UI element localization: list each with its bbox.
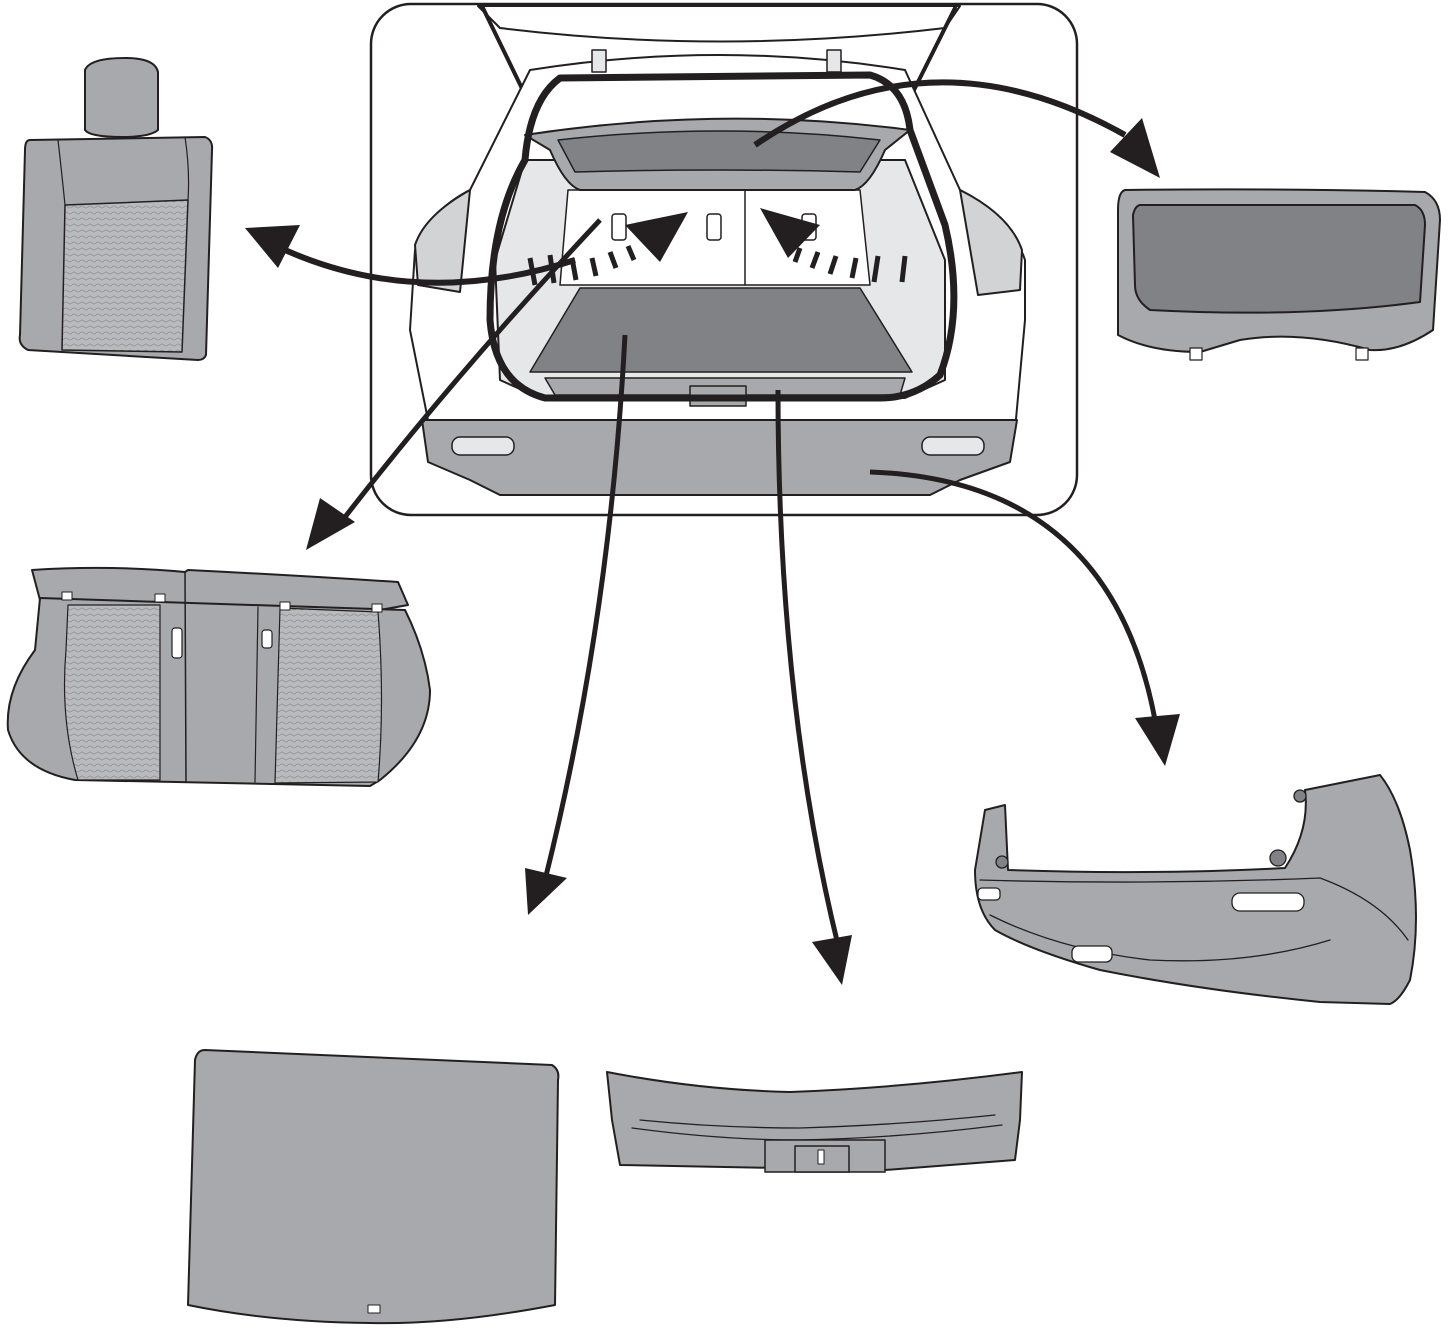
bumper-cover-reflector-right <box>1232 893 1304 911</box>
bumper-cover-reflector-left <box>978 888 1000 900</box>
reflector-left <box>452 437 514 455</box>
bumper-cover-body <box>975 775 1416 1004</box>
seat-cushion-insert-right <box>275 608 382 783</box>
floor-mat-tab <box>368 1305 380 1313</box>
bumper-cover-mount-2 <box>1270 850 1286 866</box>
seat-cushion-insert-left <box>65 605 161 780</box>
bumper-cover-mount-3 <box>1294 790 1306 802</box>
cargo-floor-mat <box>188 1050 558 1323</box>
hinge-right <box>827 50 841 72</box>
bumper-cover-mount-1 <box>996 856 1008 868</box>
seat-cushion-clip-1 <box>62 592 72 600</box>
tonneau-cover <box>1118 189 1440 360</box>
rear-bumper-cover <box>975 775 1416 1004</box>
reflector-right <box>922 437 984 455</box>
seat-release-left <box>612 214 626 240</box>
seat-release-center <box>707 214 721 240</box>
seat-cushion-clip-4 <box>372 604 382 612</box>
bumper-cover-sensor <box>1072 946 1112 962</box>
scuff-plate-striker-slot <box>818 1150 824 1164</box>
seat-cushion-clip-3 <box>280 602 290 610</box>
tonneau-cover-tab-left <box>1190 348 1202 360</box>
rear-scuff-plate <box>607 1072 1022 1172</box>
seat-cushion-buckle-2 <box>262 630 272 648</box>
seat-cushion-split <box>185 572 186 782</box>
seatback-insert <box>62 200 188 352</box>
seatback-headrest <box>85 58 158 137</box>
hinge-left <box>592 50 606 72</box>
floor-mat-in-place <box>530 288 912 372</box>
rear-seatback <box>20 58 212 360</box>
seat-cushion-buckle-1 <box>172 628 182 658</box>
tonneau-cover-panel <box>1133 205 1425 313</box>
seat-cushion-clip-2 <box>155 594 165 602</box>
bumper-in-place <box>422 420 1017 495</box>
rear-seat-cushion <box>8 568 430 786</box>
tonneau-cover-tab-right <box>1356 348 1368 360</box>
floor-mat-panel <box>188 1050 558 1323</box>
tonneau-in-place-panel <box>558 131 880 172</box>
